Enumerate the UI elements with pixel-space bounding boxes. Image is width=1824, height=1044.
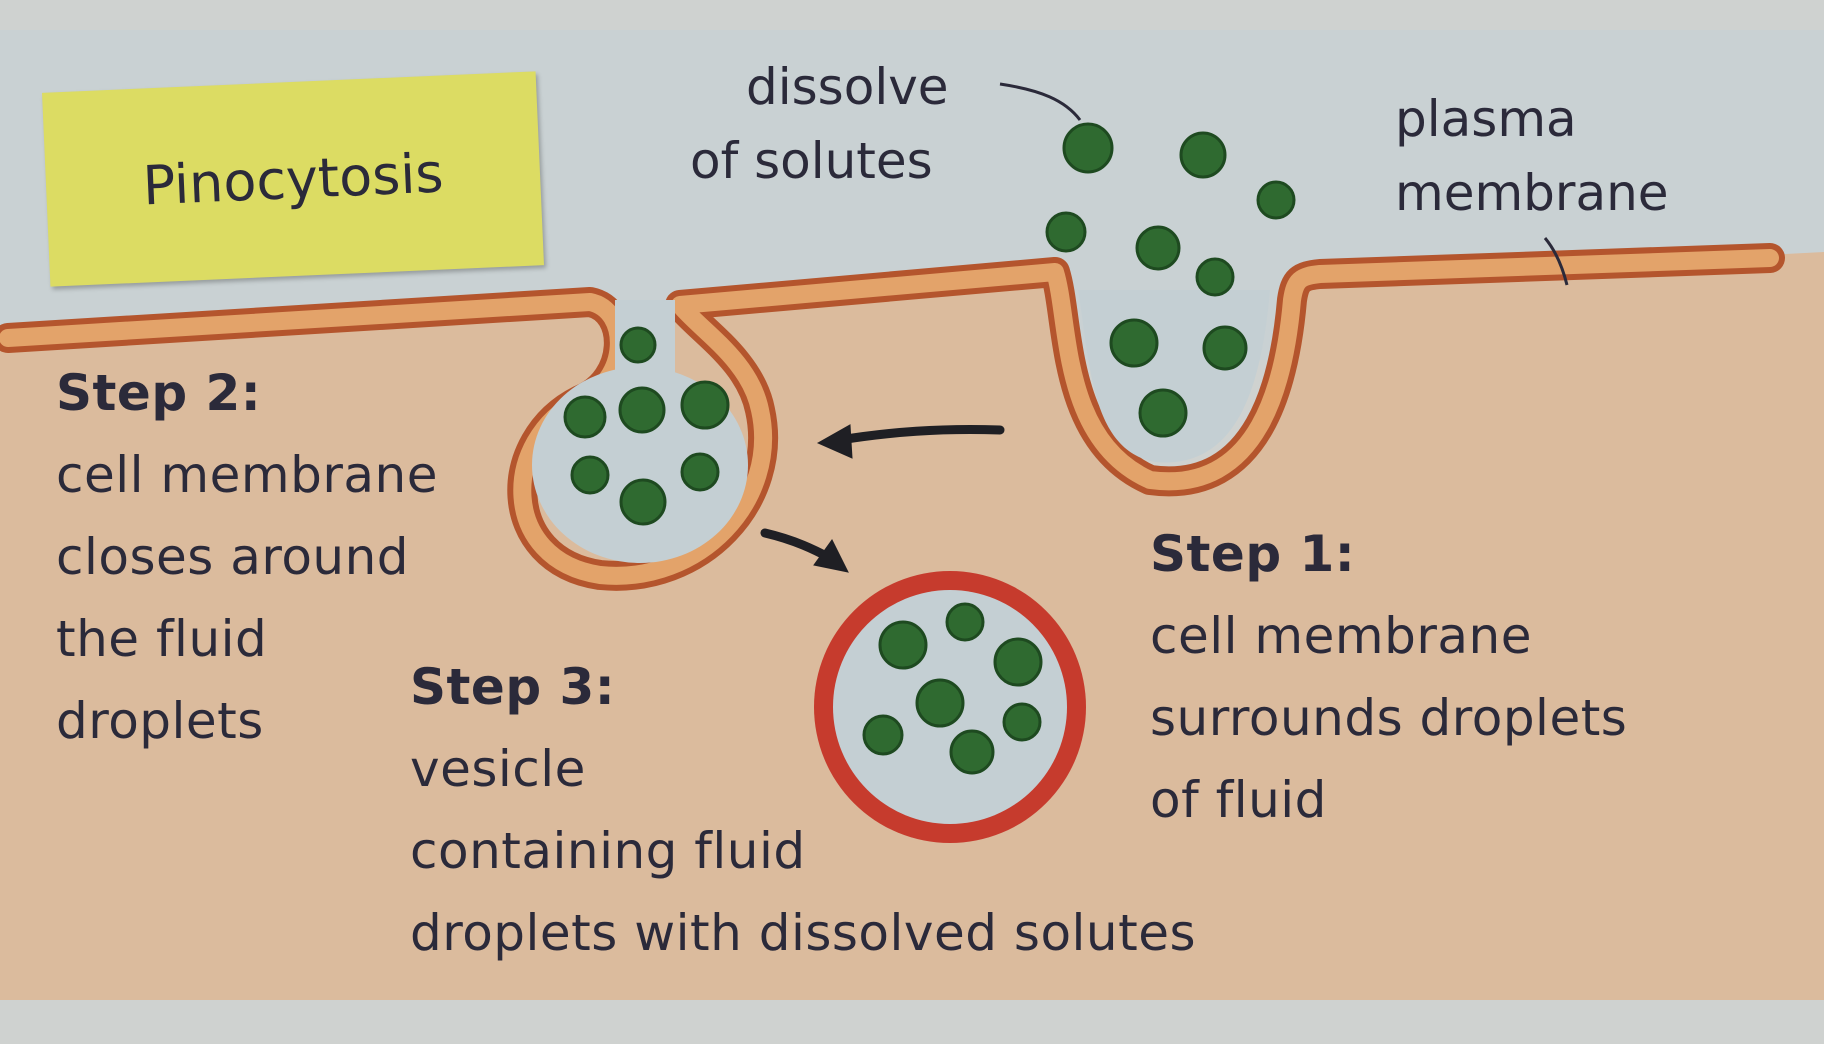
solute-particle <box>563 395 607 439</box>
step-3-line: vesicle <box>410 740 586 798</box>
step-1-line: surrounds droplets <box>1150 689 1628 747</box>
plasma-label-line: plasma <box>1395 90 1577 148</box>
step-3-description: Step 3: vesicle containing fluid droplet… <box>410 646 1196 974</box>
solute-particle <box>1045 211 1087 253</box>
solute-particle <box>619 478 667 526</box>
solute-particle <box>1135 225 1181 271</box>
solute-particle <box>1062 122 1114 174</box>
plasma-label-line: membrane <box>1395 164 1669 222</box>
plasma-membrane-label: plasma membrane <box>1395 82 1669 230</box>
solute-particle <box>680 380 730 430</box>
solute-particles <box>563 122 1296 775</box>
arrow-step2-to-step3-head <box>813 539 849 573</box>
solute-particle <box>1195 257 1235 297</box>
step-3-line: droplets with dissolved solutes <box>410 904 1197 962</box>
dissolve-leader-line <box>999 82 1082 121</box>
step-3-line: containing fluid <box>410 822 806 880</box>
step-2-heading: Step 2: <box>56 364 262 422</box>
solute-particle <box>949 729 995 775</box>
step-2-line: cell membrane <box>56 446 438 504</box>
solute-particle <box>680 452 720 492</box>
solute-particle <box>1002 702 1042 742</box>
step-1-description: Step 1: cell membrane surrounds droplets… <box>1150 513 1627 841</box>
solute-particle <box>1138 388 1188 438</box>
step-2-line: droplets <box>56 692 264 750</box>
step-1-line: cell membrane <box>1150 607 1532 665</box>
step-3-heading: Step 3: <box>410 658 616 716</box>
solute-particle <box>619 326 657 364</box>
step-1-heading: Step 1: <box>1150 525 1356 583</box>
step-1-line: of fluid <box>1150 771 1327 829</box>
dissolve-label-line: dissolve <box>746 58 949 116</box>
solute-particle <box>570 455 610 495</box>
solute-particle <box>618 386 666 434</box>
arrow-step1-to-step2 <box>835 424 1005 445</box>
solute-particle <box>993 637 1043 687</box>
solute-particle <box>1202 325 1248 371</box>
solute-particle <box>862 714 904 756</box>
title-sticky-note: Pinocytosis <box>42 71 544 287</box>
diagram-title: Pinocytosis <box>141 140 445 218</box>
dissolve-solutes-label: dissolve of solutes <box>690 50 949 198</box>
step-2-line: the fluid <box>56 610 268 668</box>
dissolve-label-line: of solutes <box>690 132 933 190</box>
arrow-step1-to-step2-head <box>816 424 853 459</box>
solute-particle <box>878 620 928 670</box>
step-2-description: Step 2: cell membrane closes around the … <box>56 352 438 762</box>
solute-particle <box>1109 318 1159 368</box>
solute-particle <box>1179 131 1227 179</box>
process-arrows <box>760 424 1005 573</box>
solute-particle <box>945 602 985 642</box>
plasma-membrane-leader-line <box>1543 237 1569 286</box>
solute-particle <box>915 678 965 728</box>
solute-particle <box>1256 180 1296 220</box>
step-2-line: closes around <box>56 528 410 586</box>
